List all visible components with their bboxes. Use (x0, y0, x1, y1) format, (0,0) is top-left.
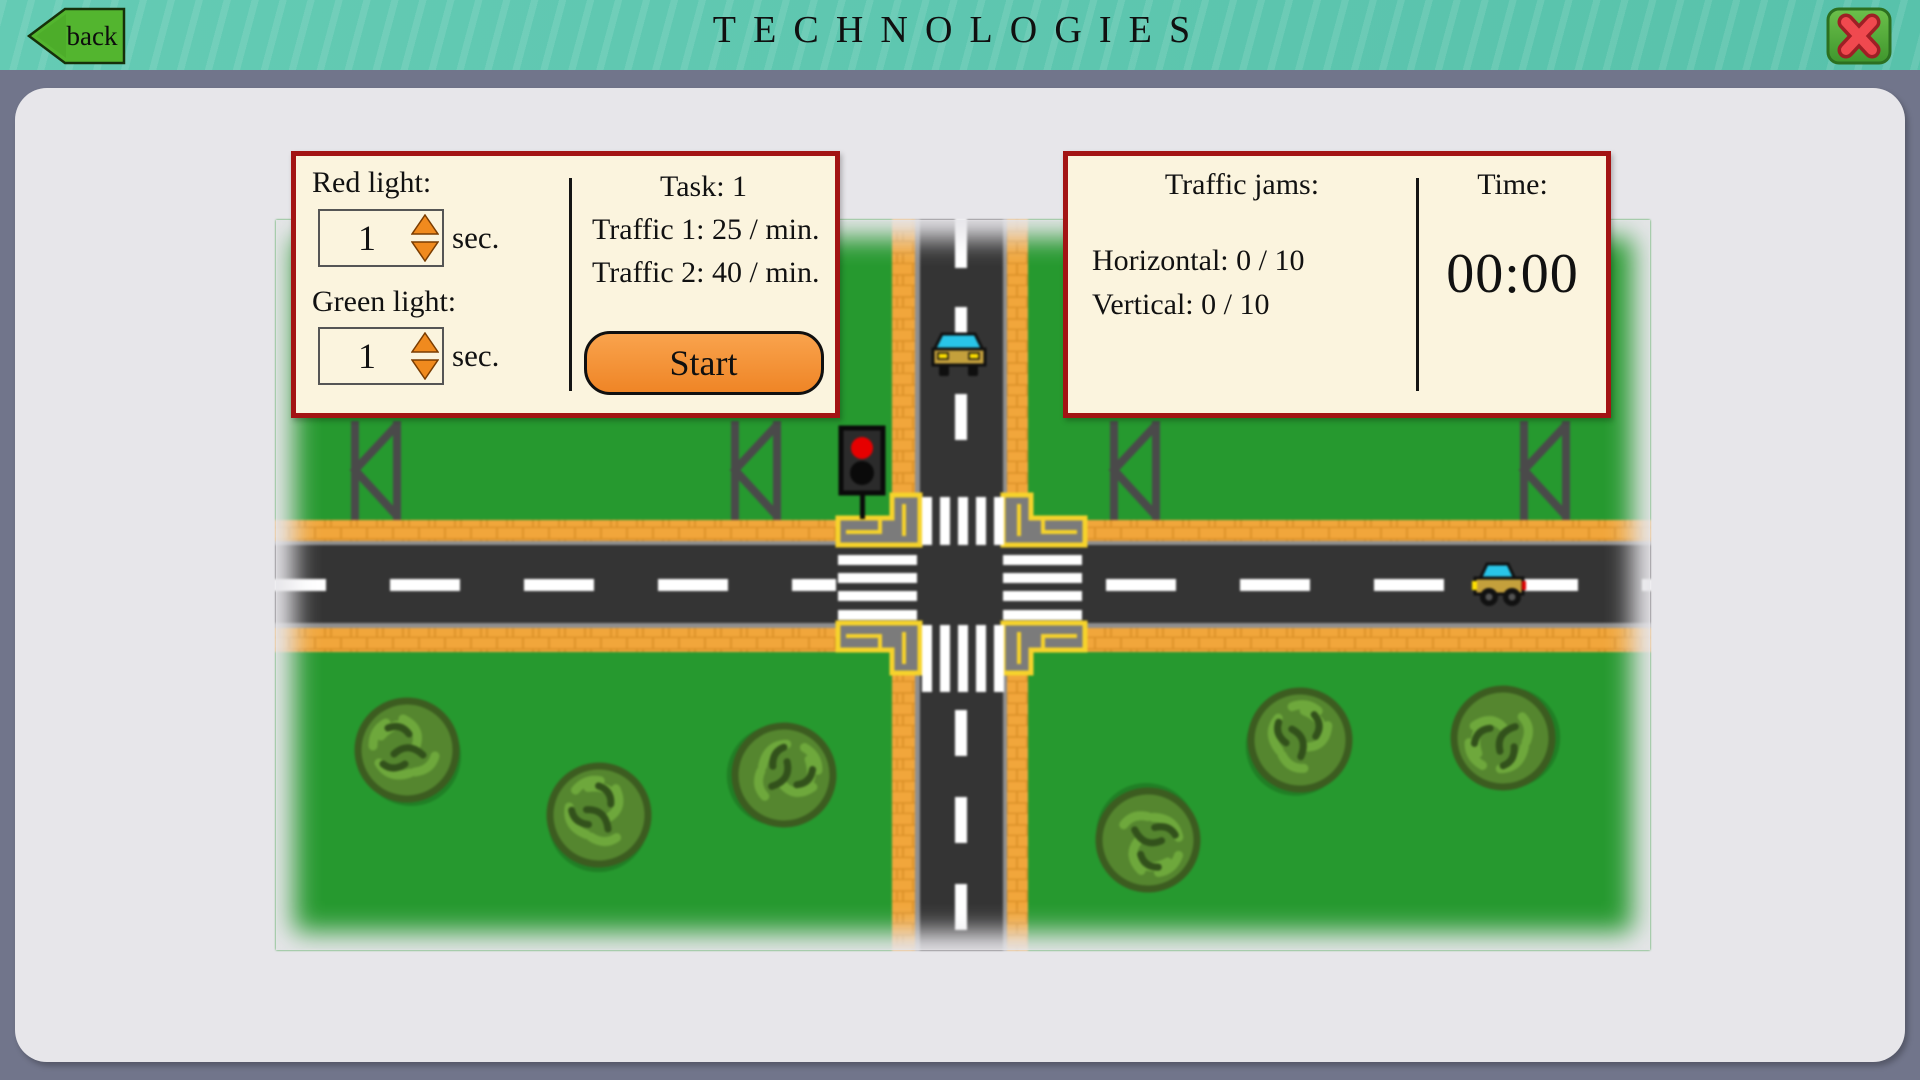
corner-brick-lines (846, 504, 1077, 664)
crosswalk-north (922, 497, 1004, 545)
spinner-up-icon[interactable] (411, 213, 439, 235)
vertical-jams-value: Vertical: 0 / 10 (1092, 288, 1270, 321)
spinner-down-icon[interactable] (411, 240, 439, 262)
back-button[interactable]: back (26, 6, 128, 66)
crosswalk-south (922, 625, 1004, 692)
red-light-label: Red light: (312, 166, 432, 199)
green-light-unit: sec. (452, 338, 500, 373)
back-button-label: back (67, 21, 118, 51)
panel-divider (1416, 178, 1419, 391)
crosswalk-west (838, 555, 917, 620)
traffic1-label: Traffic 1: 25 / min. (592, 213, 820, 246)
back-arrow-icon: back (26, 7, 126, 65)
start-button[interactable]: Start (583, 331, 824, 395)
red-light-lamp (851, 437, 873, 459)
traffic-jams-title: Traffic jams: (1164, 168, 1320, 201)
header-bar: back TECHNOLOGIES (0, 0, 1920, 70)
green-light-spinner (411, 332, 439, 380)
green-light-lamp-off (850, 461, 874, 485)
crosswalk-east (1003, 555, 1082, 620)
panel-divider (569, 178, 572, 391)
time-value: 00:00 (1446, 243, 1579, 305)
red-light-spinner (411, 213, 439, 262)
close-x-icon (1826, 7, 1892, 65)
car-horizontal (1472, 562, 1526, 606)
time-label: Time: (1477, 168, 1548, 201)
truss-pylons (349, 421, 1570, 520)
vertical-road (892, 220, 1028, 950)
spinner-up-icon[interactable] (411, 332, 439, 353)
horizontal-jams-value: Horizontal: 0 / 10 (1092, 244, 1305, 277)
red-light-unit: sec. (452, 219, 500, 255)
car-vertical (931, 332, 987, 376)
green-light-label: Green light: (312, 284, 457, 318)
status-panel: Traffic jams: Horizontal: 0 / 10 Vertica… (1063, 151, 1611, 418)
task-label: Task: 1 (659, 170, 748, 203)
traffic2-label: Traffic 2: 40 / min. (592, 256, 820, 289)
control-panel: Red light: sec. Green light: (291, 151, 840, 418)
page-title: TECHNOLOGIES (712, 9, 1208, 51)
spinner-down-icon[interactable] (411, 359, 439, 380)
traffic-light-icon[interactable] (838, 425, 886, 519)
truss-pylon (349, 421, 401, 520)
close-button[interactable] (1826, 7, 1892, 65)
